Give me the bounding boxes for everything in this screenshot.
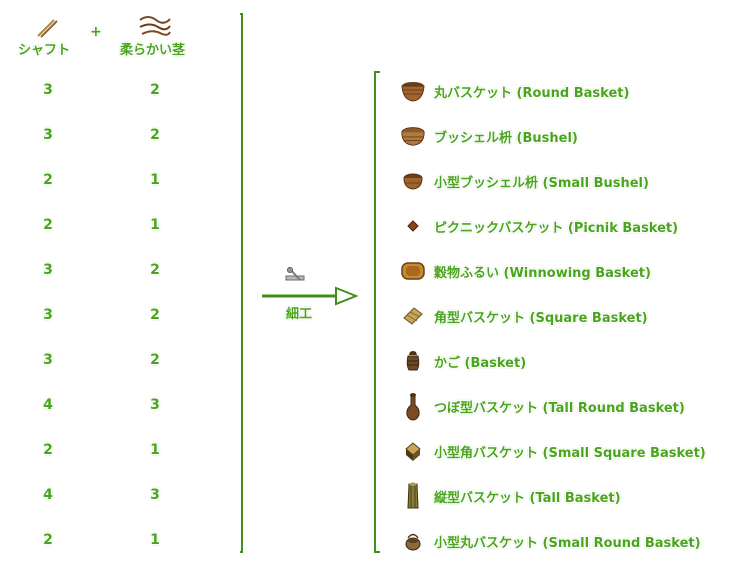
shaft-qty: 2	[43, 532, 53, 548]
product-item: 丸バスケット (Round Basket)	[400, 76, 629, 106]
product-label: つぼ型バスケット (Tall Round Basket)	[434, 400, 685, 416]
product-item: かご (Basket)	[400, 346, 526, 376]
stem-qty: 2	[150, 262, 160, 278]
product-label: ピクニックバスケット (Picnik Basket)	[434, 220, 679, 236]
shaft-qty: 2	[43, 217, 53, 233]
product-item: ブッシェル枡 (Bushel)	[400, 121, 578, 151]
shaft-qty: 3	[43, 262, 53, 278]
shaft-qty: 4	[43, 487, 53, 503]
plus-sign: +	[90, 24, 102, 40]
product-label: 小型角バスケット (Small Square Basket)	[434, 445, 706, 461]
shaft-qty: 3	[43, 127, 53, 143]
product-item: つぼ型バスケット (Tall Round Basket)	[400, 391, 685, 421]
bushel-icon	[400, 121, 426, 151]
soft-stem-header: 柔らかい茎	[118, 14, 198, 58]
stem-qty: 1	[150, 217, 160, 233]
products-bracket	[374, 71, 380, 553]
small-square-basket-icon	[400, 436, 426, 466]
product-label: 小型ブッシェル枡 (Small Bushel)	[434, 175, 649, 191]
product-label: 小型丸バスケット (Small Round Basket)	[434, 535, 701, 551]
stem-qty: 2	[150, 352, 160, 368]
product-label: 丸バスケット (Round Basket)	[434, 85, 630, 101]
product-label: かご (Basket)	[434, 355, 527, 371]
stem-qty: 1	[150, 532, 160, 548]
stem-qty: 1	[150, 442, 160, 458]
shaft-qty: 3	[43, 307, 53, 323]
ingredients-bracket	[240, 13, 243, 553]
product-label: ブッシェル枡 (Bushel)	[434, 130, 578, 146]
craft-process: 細工	[260, 266, 360, 322]
shaft-qty: 3	[43, 352, 53, 368]
product-item: 小型ブッシェル枡 (Small Bushel)	[400, 166, 649, 196]
shaft-header: シャフト	[18, 16, 78, 58]
process-arrow	[262, 286, 358, 306]
shaft-qty: 2	[43, 442, 53, 458]
shaft-qty: 3	[43, 82, 53, 98]
shaft-label: シャフト	[18, 43, 71, 58]
round-basket-icon	[400, 76, 426, 106]
stem-qty: 2	[150, 307, 160, 323]
stem-qty: 3	[150, 397, 160, 413]
tall-round-basket-icon	[400, 391, 426, 421]
shaft-qty: 4	[43, 397, 53, 413]
stem-qty: 1	[150, 172, 160, 188]
stem-qty: 2	[150, 82, 160, 98]
shaft-icon	[37, 19, 58, 38]
small-round-basket-icon	[400, 526, 426, 556]
shaft-qty: 2	[43, 172, 53, 188]
product-item: ピクニックバスケット (Picnik Basket)	[400, 211, 678, 241]
product-label: 角型バスケット (Square Basket)	[434, 310, 648, 326]
tall-basket-icon	[400, 481, 426, 511]
product-item: 角型バスケット (Square Basket)	[400, 301, 648, 331]
product-item: 小型丸バスケット (Small Round Basket)	[400, 526, 701, 556]
basket-icon	[400, 346, 426, 376]
picnic-basket-icon	[400, 211, 426, 241]
product-item: 穀物ふるい (Winnowing Basket)	[400, 256, 651, 286]
stem-qty: 2	[150, 127, 160, 143]
product-label: 縦型バスケット (Tall Basket)	[434, 490, 621, 506]
product-item: 縦型バスケット (Tall Basket)	[400, 481, 621, 511]
winnowing-basket-icon	[400, 256, 426, 286]
soft-stem-label: 柔らかい茎	[120, 43, 186, 58]
product-item: 小型角バスケット (Small Square Basket)	[400, 436, 706, 466]
product-label: 穀物ふるい (Winnowing Basket)	[434, 265, 651, 281]
soft-stem-icon	[139, 16, 171, 36]
craft-label: 細工	[286, 307, 313, 322]
stem-qty: 3	[150, 487, 160, 503]
small-bushel-icon	[400, 166, 426, 196]
square-basket-icon	[400, 301, 426, 331]
crafting-tool-icon	[285, 267, 305, 281]
